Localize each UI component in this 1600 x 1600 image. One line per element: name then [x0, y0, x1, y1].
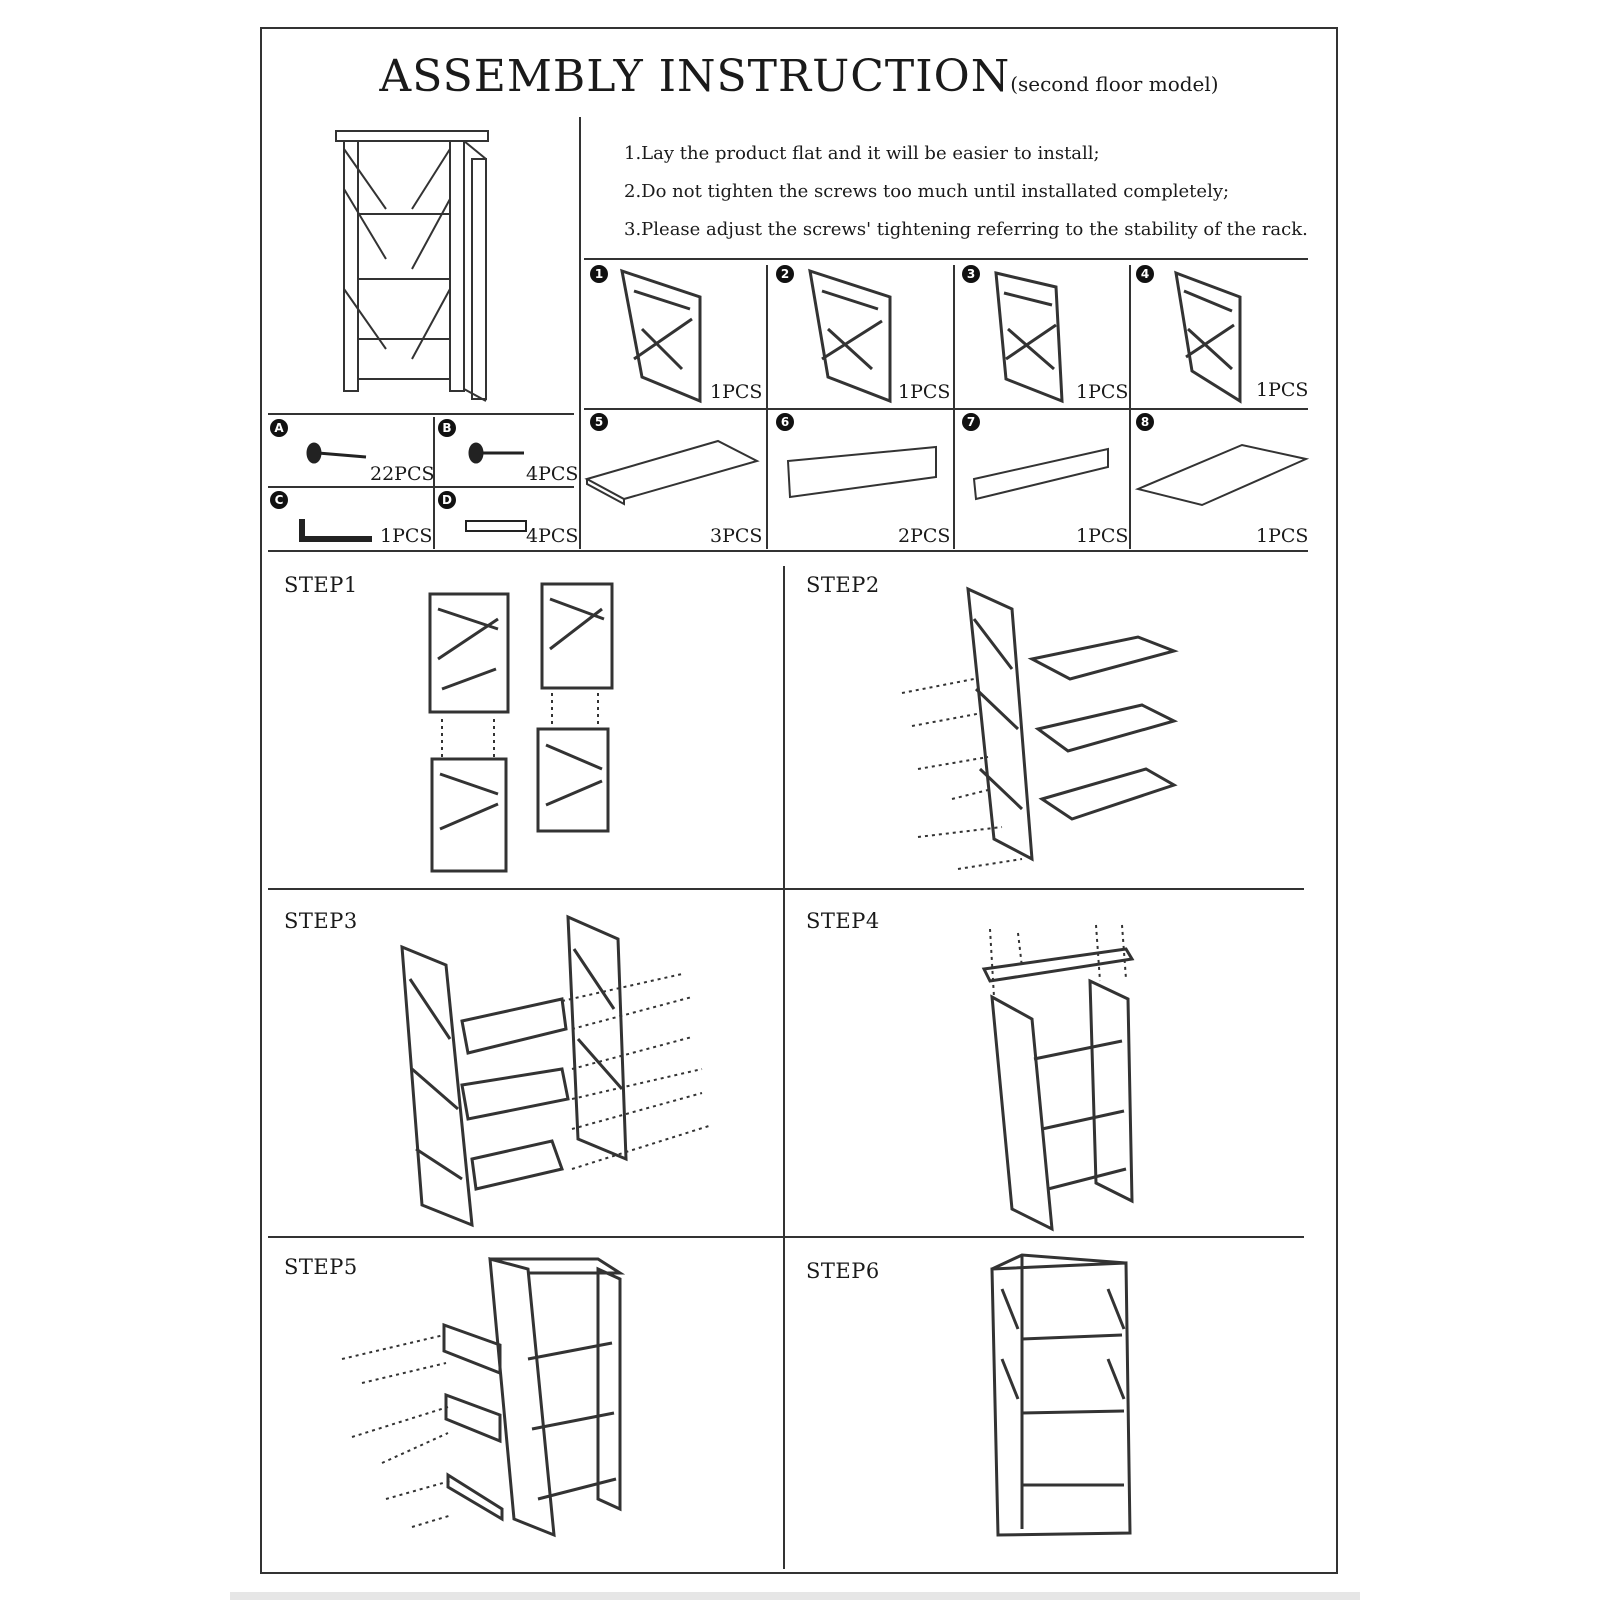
- instruction-sheet: ASSEMBLY INSTRUCTION(second floor model): [260, 27, 1338, 1574]
- panel-label-1: 1: [590, 265, 608, 283]
- hardware-qty-d: 4PCS: [526, 525, 579, 547]
- step-5-label: STEP5: [284, 1255, 358, 1279]
- hardware-label-d: D: [438, 491, 456, 509]
- panel-qty-1: 1PCS: [710, 381, 763, 403]
- step6-drawing: [990, 1253, 1132, 1537]
- panel-label-6: 6: [776, 413, 794, 431]
- panel-qty-5: 3PCS: [710, 525, 763, 547]
- hardware-label-a: A: [270, 419, 288, 437]
- document-title: ASSEMBLY INSTRUCTION(second floor model): [262, 51, 1336, 102]
- hardware-qty-c: 1PCS: [380, 525, 433, 547]
- hardware-qty-b: 4PCS: [526, 463, 579, 485]
- hardware-qty-a: 22PCS: [370, 463, 435, 485]
- side-panel-drawings: [620, 268, 1242, 404]
- panel-qty-7: 1PCS: [1076, 525, 1129, 547]
- overview-shelf-drawing: [335, 130, 489, 402]
- note-2: 2.Do not tighten the screws too much unt…: [624, 181, 1230, 202]
- panel-label-2: 2: [776, 265, 794, 283]
- panel-label-8: 8: [1136, 413, 1154, 431]
- step-3-label: STEP3: [284, 909, 358, 933]
- panel-label-7: 7: [962, 413, 980, 431]
- step-6-label: STEP6: [806, 1259, 880, 1283]
- panel-label-5: 5: [590, 413, 608, 431]
- step4-drawing: [981, 924, 1135, 1232]
- step2-drawing: [901, 586, 1179, 870]
- panel-qty-4: 1PCS: [1256, 379, 1309, 401]
- panel-label-4: 4: [1136, 265, 1154, 283]
- panel-label-3: 3: [962, 265, 980, 283]
- panel-qty-2: 1PCS: [898, 381, 951, 403]
- board-drawings: [584, 439, 1310, 507]
- title-subtitle: (second floor model): [1010, 72, 1219, 96]
- assembly-notes: 1.Lay the product flat and it will be ea…: [624, 135, 1324, 249]
- panel-qty-8: 1PCS: [1256, 525, 1309, 547]
- title-main: ASSEMBLY INSTRUCTION: [379, 51, 1011, 102]
- step3-drawing: [400, 914, 713, 1228]
- step-1-label: STEP1: [284, 573, 358, 597]
- hardware-drawings: [299, 442, 527, 542]
- hardware-label-b: B: [438, 419, 456, 437]
- step5-drawing: [341, 1257, 626, 1538]
- step1-drawing: [428, 582, 614, 873]
- note-3: 3.Please adjust the screws' tightening r…: [624, 219, 1308, 240]
- step-4-label: STEP4: [806, 909, 880, 933]
- assembly-line-art: [268, 117, 1310, 1569]
- panel-qty-3: 1PCS: [1076, 381, 1129, 403]
- step-2-label: STEP2: [806, 573, 880, 597]
- hardware-label-c: C: [270, 491, 288, 509]
- note-1: 1.Lay the product flat and it will be ea…: [624, 143, 1100, 164]
- page-bottom-edge: [230, 1592, 1360, 1600]
- panel-qty-6: 2PCS: [898, 525, 951, 547]
